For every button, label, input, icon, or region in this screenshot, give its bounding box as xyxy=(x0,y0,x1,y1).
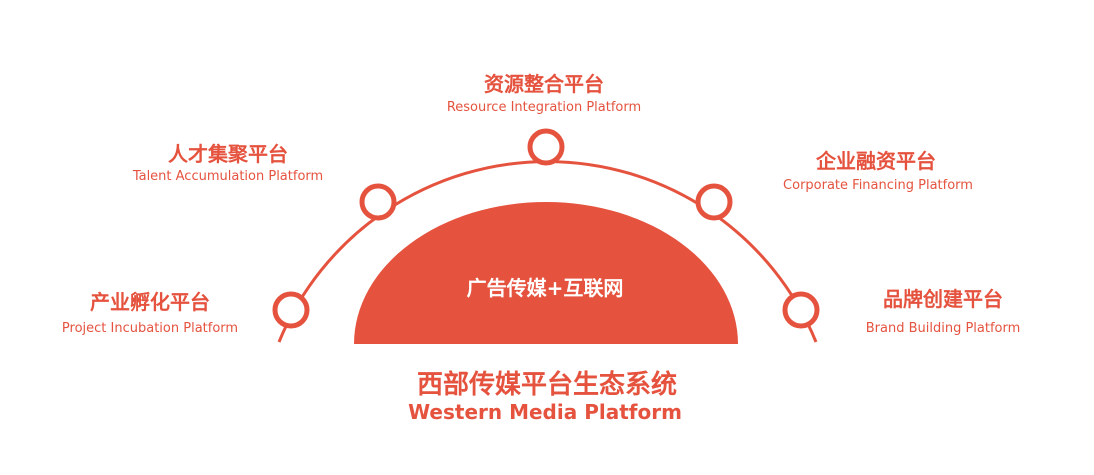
node-subtitle-incubation: Project Incubation Platform xyxy=(61,321,239,336)
node-subtitle-resource: Resource Integration Platform xyxy=(446,100,642,115)
node-subtitle-talent: Talent Accumulation Platform xyxy=(132,169,324,184)
node-circle-talent xyxy=(359,183,397,221)
node-subtitle-brand: Brand Building Platform xyxy=(865,321,1021,336)
node-circle-incubation xyxy=(272,291,310,329)
node-title-brand: 品牌创建平台 xyxy=(883,287,1003,311)
node-title-incubation: 产业孵化平台 xyxy=(90,290,210,314)
node-circle-resource xyxy=(527,128,565,166)
diagram-subtitle: Western Media Platform xyxy=(408,400,682,424)
node-title-resource: 资源整合平台 xyxy=(484,72,604,96)
node-title-financing: 企业融资平台 xyxy=(816,149,936,173)
center-dome xyxy=(354,202,738,344)
diagram-title: 西部传媒平台生态系统 xyxy=(416,370,678,400)
center-label: 广告传媒+互联网 xyxy=(466,276,624,300)
node-circle-financing xyxy=(695,183,733,221)
node-subtitle-financing: Corporate Financing Platform xyxy=(783,178,973,193)
node-title-talent: 人才集聚平台 xyxy=(168,142,288,166)
node-circle-brand xyxy=(782,291,820,329)
